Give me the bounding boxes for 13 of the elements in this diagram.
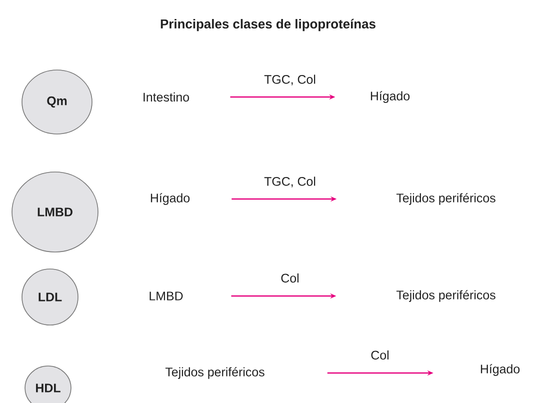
location-label: Hígado bbox=[480, 364, 520, 376]
location-label: Tejidos periféricos bbox=[165, 367, 264, 379]
edge-label: TGC, Col bbox=[264, 74, 316, 86]
location-label: Hígado bbox=[370, 91, 410, 103]
location-label: Tejidos periféricos bbox=[396, 290, 496, 302]
location-label: Tejidos periféricos bbox=[396, 193, 496, 205]
location-label: Intestino bbox=[144, 92, 190, 102]
edge-label: TGC, Col bbox=[264, 176, 316, 188]
location-label: Hígado bbox=[150, 193, 190, 205]
location-label: LMBD bbox=[150, 292, 183, 300]
edge-label: Col bbox=[371, 350, 389, 360]
edge-label: Col bbox=[281, 273, 299, 283]
title: Principales clases de lipoproteínas bbox=[160, 18, 376, 32]
